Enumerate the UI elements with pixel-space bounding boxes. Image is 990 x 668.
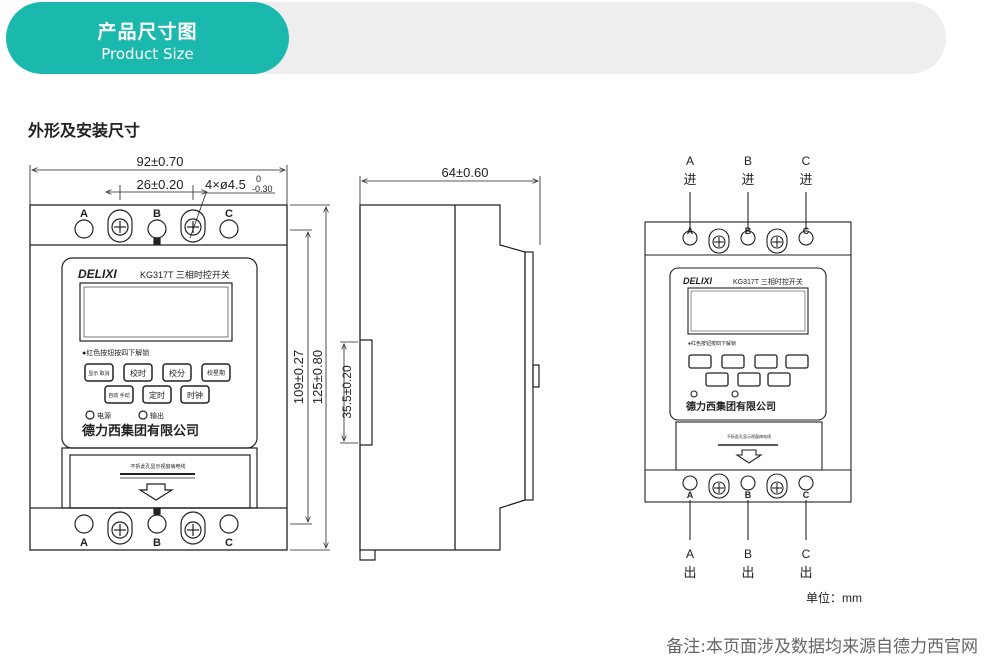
btn-set-hour: 校时 <box>130 368 146 378</box>
wiring-terminal-top-b: B <box>745 226 752 236</box>
dim-rail-label: 35.5±0.20 <box>340 365 354 419</box>
wiring-terminal-bottom-a: A <box>687 490 694 500</box>
power-label: 电源 <box>97 411 111 420</box>
unlock-hint: ●红色按钮按四下解锁 <box>82 348 149 357</box>
wiring-view-labels: A 进 B 进 C 进 A 出 B 出 C 出 A B C A B C DELI… <box>683 154 862 605</box>
output-b-phase: B <box>744 547 752 561</box>
wiring-company-label: 德力西集团有限公司 <box>685 400 776 413</box>
dim-hole-tol-bottom: -0.30 <box>252 184 273 194</box>
input-a-phase: A <box>686 154 694 168</box>
wiring-terminal-bottom-b: B <box>745 490 752 500</box>
output-a-label: 出 <box>683 565 696 580</box>
header-tab: 产品尺寸图 Product Size <box>6 2 289 74</box>
cover-text: 不拆此孔显示视窗病电线 <box>130 463 185 470</box>
header-title-en: Product Size <box>101 45 194 63</box>
footnote: 备注:本页面涉及数据均来源自德力西官网 <box>666 637 978 657</box>
dim-hole-tol-top: 0 <box>256 174 261 184</box>
input-c-phase: C <box>802 154 811 168</box>
dim-hole-label: 4×ø4.5 <box>205 177 246 192</box>
header-title-cn: 产品尺寸图 <box>97 21 198 43</box>
btn-clock: 时钟 <box>187 390 203 400</box>
wiring-unlock-hint: ●红色按钮按四下解锁 <box>688 340 736 347</box>
btn-timing: 定时 <box>149 390 165 400</box>
wiring-brand-logo: DELIXI <box>683 276 713 286</box>
terminal-top-c: C <box>225 208 233 220</box>
wiring-model-label: KG317T 三相时控开关 <box>733 277 803 286</box>
model-label: KG317T 三相时控开关 <box>140 269 230 280</box>
input-b-label: 进 <box>741 172 754 187</box>
side-view <box>340 176 541 561</box>
btn-set-minute: 校分 <box>169 368 185 378</box>
dim-outer-height-label: 125±0.80 <box>310 350 325 404</box>
terminal-bottom-a: A <box>80 537 88 549</box>
wiring-view <box>644 192 852 540</box>
output-c-phase: C <box>802 547 811 561</box>
input-c-label: 进 <box>799 172 812 187</box>
output-label: 输出 <box>150 411 164 420</box>
front-view <box>29 165 330 551</box>
terminal-top-b: B <box>153 208 161 220</box>
dim-depth-label: 64±0.60 <box>442 165 489 180</box>
unit-label: 单位：mm <box>806 590 862 605</box>
wiring-cover-text: 不拆此孔显示视窗病电线 <box>727 433 771 439</box>
output-c-label: 出 <box>799 565 812 580</box>
terminal-bottom-b: B <box>153 537 161 549</box>
wiring-terminal-top-c: C <box>803 226 810 236</box>
output-a-phase: A <box>686 547 694 561</box>
front-view-labels: 92±0.70 26±0.20 4×ø4.5 0 -0.30 A B C A B… <box>78 154 325 549</box>
dim-inner-height-label: 109±0.27 <box>291 350 306 404</box>
dim-width-label: 92±0.70 <box>137 154 184 169</box>
input-b-phase: B <box>744 154 752 168</box>
terminal-bottom-c: C <box>225 537 233 549</box>
btn-set-week: 校星期 <box>207 369 225 377</box>
section-title: 外形及安装尺寸 <box>28 121 141 140</box>
btn-display-cancel: 显示 取消 <box>88 370 109 377</box>
brand-logo: DELIXI <box>78 267 117 281</box>
output-b-label: 出 <box>741 565 754 580</box>
wiring-terminal-bottom-c: C <box>803 490 810 500</box>
wiring-terminal-top-a: A <box>687 226 694 236</box>
terminal-top-a: A <box>80 208 88 220</box>
dim-pitch-label: 26±0.20 <box>137 177 184 192</box>
input-a-label: 进 <box>683 172 696 187</box>
btn-auto-manual: 自动 手动 <box>108 392 129 399</box>
company-label: 德力西集团有限公司 <box>82 423 199 438</box>
side-view-labels: 64±0.60 35.5±0.20 <box>340 165 488 419</box>
